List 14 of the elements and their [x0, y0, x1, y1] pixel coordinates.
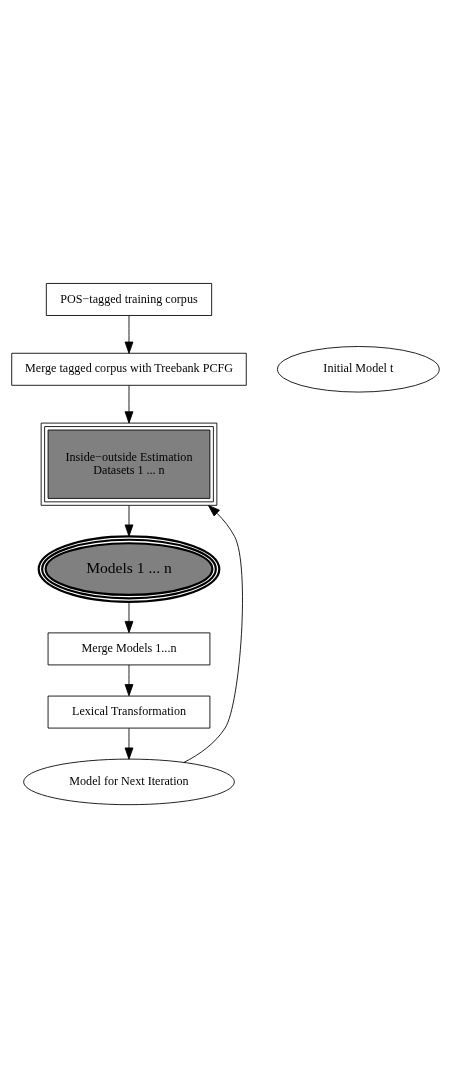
node-ellipse: Models 1 ... n	[37, 534, 221, 603]
arrow	[124, 601, 134, 633]
node-box: POS−tagged training corpus	[45, 282, 213, 316]
arrow	[124, 384, 134, 423]
arrow	[124, 727, 134, 760]
node-ellipse: Initial Model t	[277, 345, 440, 392]
node-box: Lexical Transformation	[47, 695, 211, 729]
node-box: Merge Models 1...n	[47, 631, 211, 665]
node-box: Merge tagged corpus with Treebank PCFG	[11, 352, 247, 386]
node-ellipse: Model for Next Iteration	[23, 758, 235, 805]
arrow	[124, 314, 134, 354]
arrow	[124, 504, 134, 537]
arrow	[183, 504, 243, 763]
arrow	[124, 664, 134, 696]
